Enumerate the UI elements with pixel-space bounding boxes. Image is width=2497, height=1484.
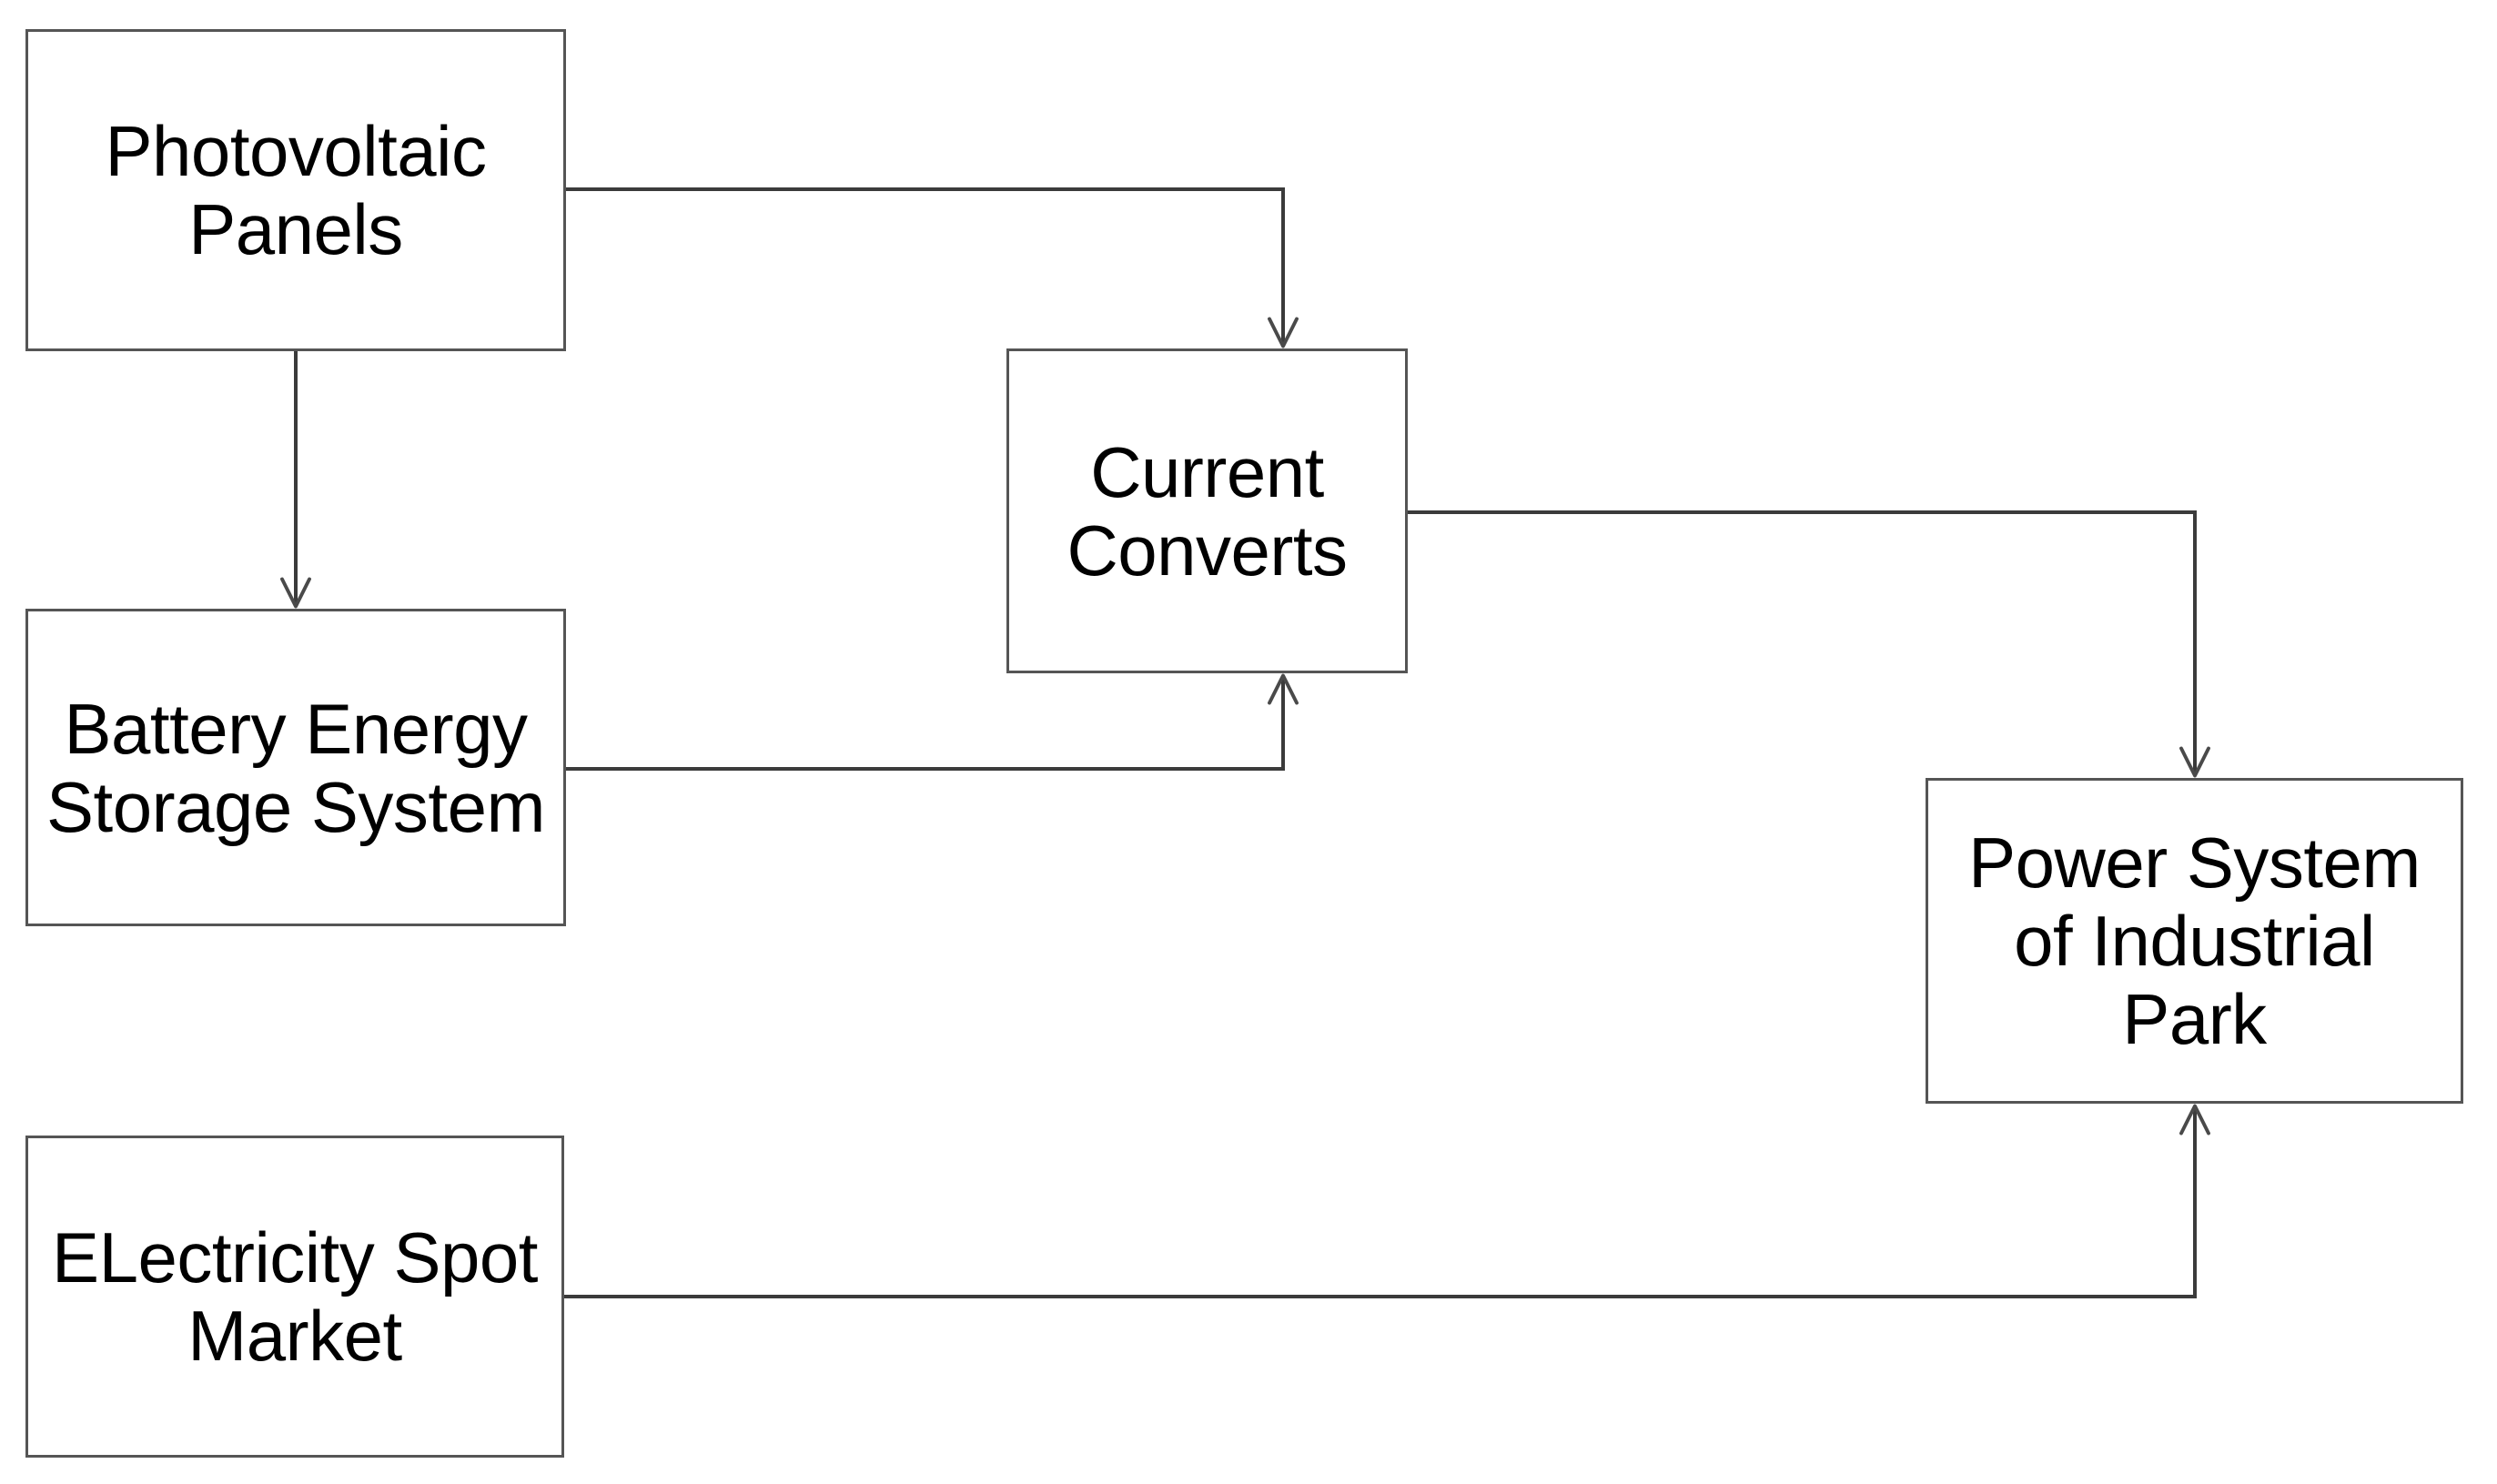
node-label-power-system-of-industrial-park: Power System of Industrial Park: [1968, 823, 2421, 1059]
edge-bess-to-current-converts: [566, 673, 1299, 771]
node-label-photovoltaic-panels: Photovoltaic Panels: [105, 111, 487, 269]
edge-pv-to-current-converts: [566, 187, 1299, 348]
edge-electricity-spot-market-to-power-system: [564, 1104, 2210, 1298]
edge-current-converts-to-power-system: [1408, 510, 2210, 778]
node-battery-energy-storage-system[interactable]: Battery Energy Storage System: [25, 609, 566, 926]
node-power-system-of-industrial-park[interactable]: Power System of Industrial Park: [1926, 778, 2463, 1104]
node-electricity-spot-market[interactable]: ELectricity Spot Market: [25, 1136, 564, 1458]
node-label-electricity-spot-market: ELectricity Spot Market: [52, 1217, 538, 1376]
node-label-current-converts: Current Converts: [1067, 431, 1348, 591]
node-photovoltaic-panels[interactable]: Photovoltaic Panels: [25, 29, 566, 351]
node-current-converts[interactable]: Current Converts: [1006, 348, 1408, 673]
node-label-battery-energy-storage-system: Battery Energy Storage System: [46, 688, 545, 847]
